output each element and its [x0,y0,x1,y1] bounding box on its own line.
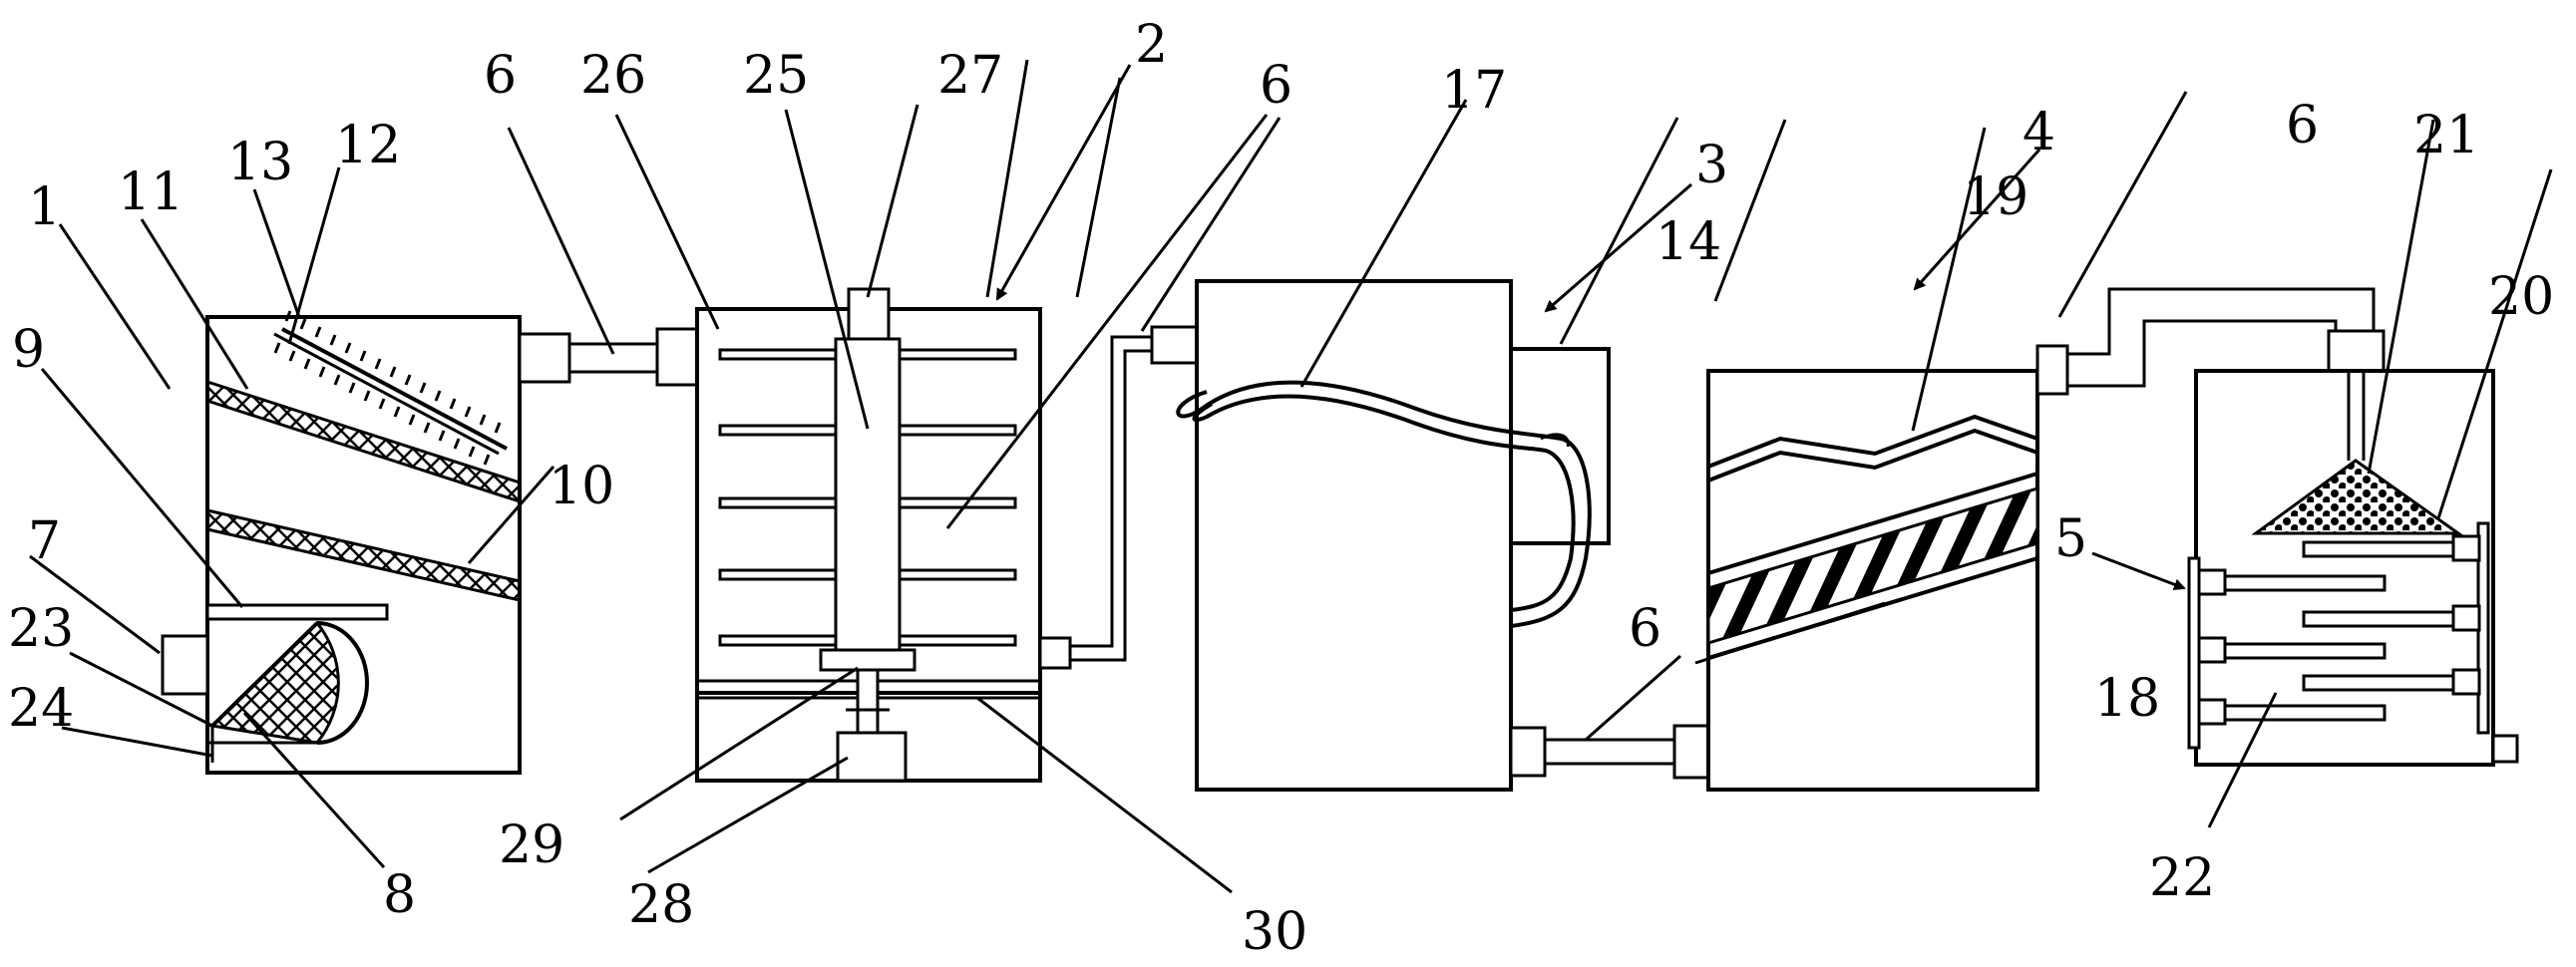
screen-10 [205,508,522,602]
pipe-4-5 [2035,287,2386,461]
label-27: 27 [937,46,1003,106]
plate-9 [205,603,389,621]
label-19: 19 [1963,167,2028,227]
label-25: 25 [743,46,809,106]
label-8: 8 [383,865,416,925]
label-30: 30 [1242,902,1307,962]
callout-labels: 1 2 3 4 5 6 6 6 6 7 8 9 10 11 12 13 14 1… [8,15,2554,962]
label-29: 29 [499,815,564,875]
motor-7 [161,634,209,696]
pipe-3-4 [1509,724,1710,780]
unit-5-box [2187,369,2519,767]
screen-11 [205,379,522,504]
label-4: 4 [2023,103,2055,162]
label-11: 11 [118,162,184,222]
label-6a: 6 [484,46,517,106]
right-fingers [2302,534,2481,696]
label-9: 9 [12,320,45,380]
label-18: 18 [2094,669,2160,729]
label-22: 22 [2149,848,2215,908]
label-6c: 6 [2286,96,2319,156]
pipe-2-3 [1038,325,1199,670]
unit-1-screening-box [161,310,522,775]
label-6d: 6 [1629,599,1661,659]
label-2: 2 [1135,15,1168,75]
label-21: 21 [2413,106,2479,165]
label-26: 26 [580,46,646,106]
label-5: 5 [2054,509,2087,569]
arrows [995,64,2186,591]
label-23: 23 [8,599,74,659]
pipe-1-2 [518,327,699,387]
label-6b: 6 [1260,56,1292,116]
label-28: 28 [628,875,694,935]
roller-8 [208,620,340,745]
unit-3-tank [1176,279,1611,792]
label-17: 17 [1441,61,1507,121]
unit-2-stirring-tank [695,287,1042,783]
label-12: 12 [335,116,401,175]
label-13: 13 [227,133,293,192]
label-3: 3 [1695,136,1728,195]
unit-4-box [1706,369,2039,792]
label-10: 10 [549,457,614,516]
label-7: 7 [28,511,61,571]
brush-comb [273,310,508,466]
label-1: 1 [28,177,61,237]
leader-lines [29,59,2553,894]
label-24: 24 [8,679,74,739]
label-20: 20 [2488,267,2554,327]
left-fingers [2197,568,2387,726]
label-14: 14 [1656,212,1721,272]
